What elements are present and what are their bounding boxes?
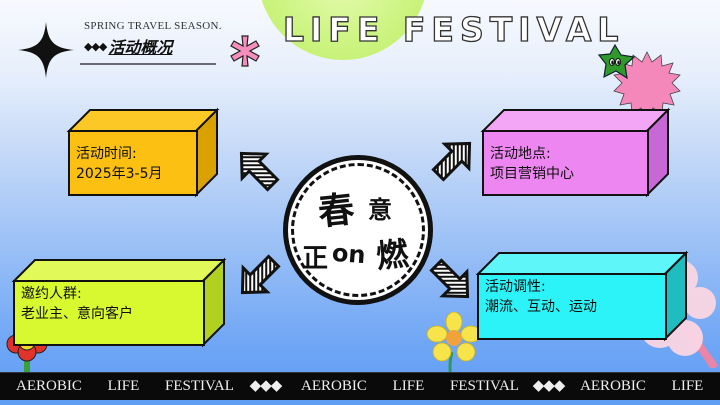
asterisk-icon: [230, 35, 260, 67]
arrow-up-right-icon: [431, 141, 472, 182]
main-title: LIFE FESTIVAL: [282, 9, 625, 49]
slogan-char: 正: [302, 244, 329, 274]
badge-rope-border: [291, 163, 425, 297]
slogan-text: 春 意 正 on 燃: [288, 160, 428, 300]
info-card-tone: 活动调性: 潮流、互动、运动: [475, 250, 689, 342]
info-card-time: 活动时间: 2025年3-5月: [66, 107, 220, 198]
card-label: 活动时间:: [76, 146, 137, 162]
ticker-item: LIFE: [392, 378, 425, 394]
ticker-item: AEROBIC: [16, 378, 82, 394]
card-label: 活动调性:: [485, 279, 546, 295]
card-label: 邀约人群:: [21, 286, 82, 302]
ticker-item: FESTIVAL: [450, 378, 519, 394]
ticker-item: LIFE: [107, 378, 140, 394]
yellow-flower-icon: [426, 312, 482, 382]
card-value: 老业主、意向客户: [21, 306, 133, 322]
ticker-item: AEROBIC: [580, 378, 646, 394]
footer-ticker: AEROBIC LIFE FESTIVAL ◆◆◆ AEROBIC LIFE F…: [0, 372, 720, 400]
card-value: 项目营销中心: [490, 166, 574, 182]
diamond-dots-icon: ◆◆◆: [84, 39, 107, 53]
card-label: 活动地点:: [490, 146, 551, 162]
slogan-char: 意: [368, 196, 392, 224]
kicker-text: SPRING TRAVEL SEASON.: [84, 20, 222, 32]
ticker-item: LIFE: [671, 378, 704, 394]
section-heading: ◆◆◆ 活动概况: [84, 34, 172, 58]
green-star-mascot-icon: [598, 44, 636, 80]
slogan-word: on: [331, 238, 367, 270]
slogan-char: 燃: [374, 234, 411, 276]
arrow-down-left-icon: [240, 254, 281, 295]
heading-underline: [80, 63, 216, 65]
arrow-up-left-icon: [239, 151, 280, 192]
card-value: 潮流、互动、运动: [485, 299, 597, 315]
diamond-dots-icon: ◆◆◆: [532, 378, 566, 394]
info-card-audience: 邀约人群: 老业主、意向客户: [11, 257, 227, 348]
section-title: 活动概况: [108, 38, 173, 57]
info-card-location: 活动地点: 项目营销中心: [480, 107, 671, 198]
sparkle-icon: [18, 22, 74, 78]
slogan-char: 春: [316, 189, 357, 234]
arrow-down-right-icon: [429, 258, 470, 299]
ticker-item: AEROBIC: [301, 378, 367, 394]
ticker-item: FESTIVAL: [165, 378, 234, 394]
center-slogan-badge: 春 意 正 on 燃: [283, 155, 433, 305]
card-value: 2025年3-5月: [76, 166, 163, 182]
diamond-dots-icon: ◆◆◆: [249, 378, 283, 394]
